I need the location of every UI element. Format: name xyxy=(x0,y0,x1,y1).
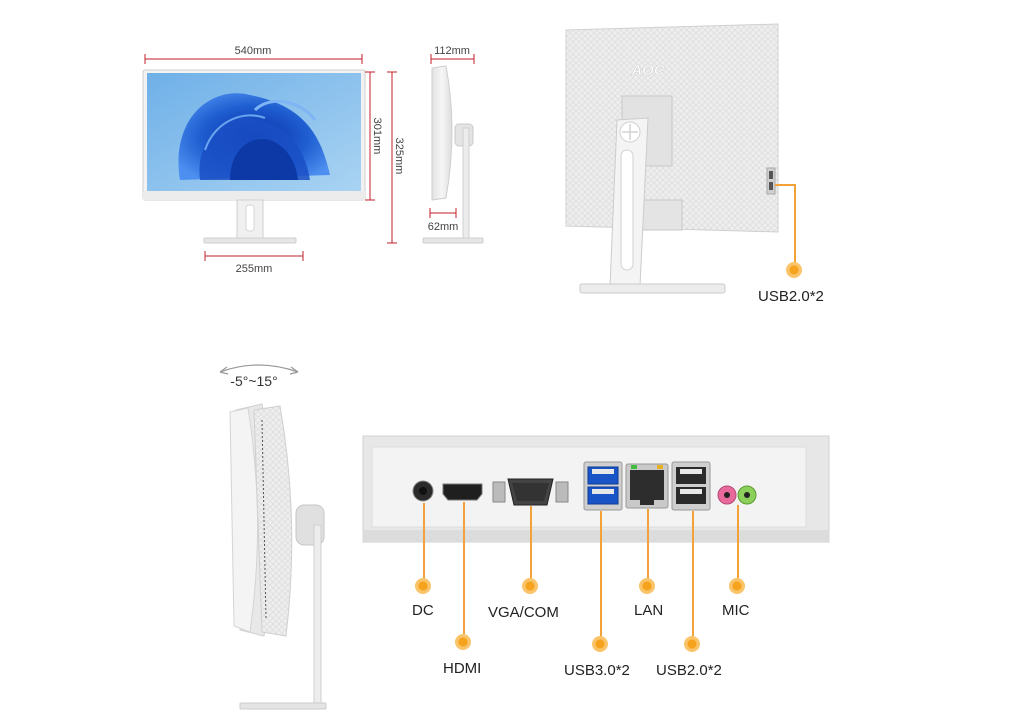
callout-usb2 xyxy=(692,511,694,637)
callout-dot-side-usb xyxy=(786,262,802,278)
side-stand xyxy=(462,127,470,239)
front-view xyxy=(142,69,366,244)
tilt-panel-front xyxy=(253,405,293,637)
label-usb3: USB3.0*2 xyxy=(564,662,630,679)
vga-port xyxy=(492,478,569,506)
label-lan: LAN xyxy=(634,602,664,619)
rear-base xyxy=(579,283,726,294)
callout-hdmi xyxy=(463,502,465,634)
callout-dot-usb3 xyxy=(592,636,608,652)
label-side-usb: USB2.0*2 xyxy=(758,288,824,305)
side-base xyxy=(422,237,484,244)
dim-screen-height-label: 301mm xyxy=(371,118,383,155)
rear-stand-slot xyxy=(620,149,634,271)
tilt-angle-label: -5°~15° xyxy=(230,373,277,389)
callout-dot-vga xyxy=(522,578,538,594)
dim-depth-label: 112mm xyxy=(434,45,470,57)
dim-base-width-label: 255mm xyxy=(236,263,273,275)
callout-vga xyxy=(530,506,532,580)
callout-dot-mic xyxy=(729,578,745,594)
brand-logo: AOC xyxy=(630,62,666,79)
dim-base-depth-label: 62mm xyxy=(428,221,459,233)
hdmi-port xyxy=(442,483,483,501)
dim-total-height xyxy=(387,71,397,244)
rear-view: AOC xyxy=(565,23,779,294)
lan-port xyxy=(625,463,669,509)
chin xyxy=(143,191,365,200)
dim-depth xyxy=(430,54,475,64)
callout-dot-hdmi xyxy=(455,634,471,650)
stand-base xyxy=(203,237,297,244)
callout-dot-lan xyxy=(639,578,655,594)
callout-side-usb-v xyxy=(794,184,796,266)
callout-mic xyxy=(737,505,739,579)
callout-dot-usb2 xyxy=(684,636,700,652)
side-view xyxy=(422,65,484,244)
callout-side-usb-h xyxy=(775,184,795,186)
tilt-view xyxy=(219,364,327,710)
dim-width xyxy=(144,54,363,64)
port-panel xyxy=(362,435,830,543)
dim-base-depth xyxy=(429,208,457,218)
callout-dc xyxy=(423,503,425,579)
tilt-stand xyxy=(313,524,322,706)
dim-width-label: 540mm xyxy=(235,45,272,57)
side-usb-ports xyxy=(766,167,776,195)
tilt-panel-edge xyxy=(229,407,258,633)
usb2-ports xyxy=(671,461,711,511)
usb3-ports xyxy=(583,461,623,511)
callout-dot-dc xyxy=(415,578,431,594)
dim-screen-height xyxy=(365,71,375,201)
dim-base-width xyxy=(204,251,304,261)
stand-slot xyxy=(245,204,255,232)
label-usb2: USB2.0*2 xyxy=(656,662,722,679)
label-dc: DC xyxy=(412,602,434,619)
side-body xyxy=(431,65,453,201)
label-mic: MIC xyxy=(722,602,750,619)
callout-lan xyxy=(647,509,649,579)
dim-total-height-label: 325mm xyxy=(393,138,405,175)
label-vga: VGA/COM xyxy=(488,604,559,621)
callout-usb3 xyxy=(600,511,602,637)
label-hdmi: HDMI xyxy=(443,660,482,677)
tilt-arrow xyxy=(219,364,299,373)
wallpaper-bloom xyxy=(178,93,330,180)
tilt-base xyxy=(239,702,327,710)
